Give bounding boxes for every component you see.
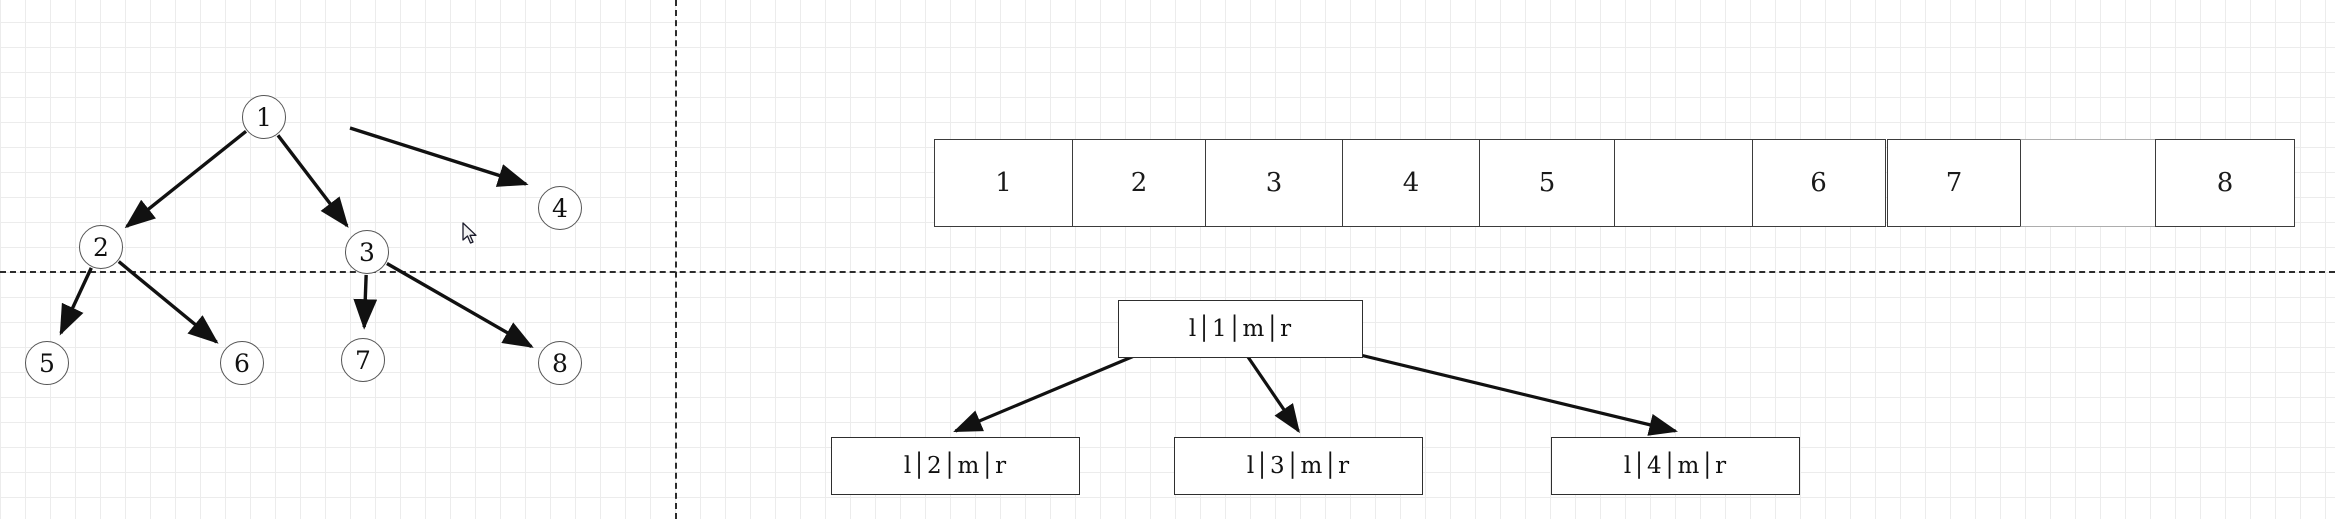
box-node-child-3[interactable]: l│4│m│r [1551, 437, 1800, 495]
tree-edge-n3-n8 [386, 261, 534, 349]
tree-node-3[interactable]: 3 [345, 230, 389, 274]
array-cell-value: 4 [1402, 168, 1420, 198]
array-cell[interactable]: 6 [1751, 139, 1886, 227]
mouse-cursor-icon [462, 222, 477, 244]
tree-node-label: 7 [355, 345, 371, 375]
tree-node-2[interactable]: 2 [79, 225, 123, 269]
tree-node-6[interactable]: 6 [220, 341, 264, 385]
array-cell[interactable]: 1 [933, 139, 1074, 227]
tree-edge-n2-n5 [59, 267, 93, 336]
box-edge-root-child-3 [1322, 344, 1678, 436]
array-cell-value: 2 [1130, 168, 1148, 198]
box-node-label: l│4│m│r [1623, 453, 1728, 479]
array-cell[interactable]: 4 [1342, 139, 1480, 227]
horizontal-page-guide [0, 271, 2335, 273]
array-cell[interactable]: 2 [1072, 139, 1206, 227]
array-cell[interactable]: 3 [1204, 139, 1344, 227]
array-cell-value: 3 [1265, 168, 1283, 198]
box-node-root[interactable]: l│1│m│r [1118, 300, 1363, 358]
tree-edge-free-n4 [349, 126, 529, 187]
array-cell[interactable]: 5 [1478, 139, 1616, 227]
box-node-child-1[interactable]: l│2│m│r [831, 437, 1080, 495]
array-cell-value: 6 [1810, 168, 1827, 198]
tree-node-label: 1 [256, 102, 272, 132]
box-node-label: l│1│m│r [1188, 316, 1293, 342]
vertical-page-guide [675, 0, 677, 519]
tree-edge-n2-n6 [117, 260, 219, 344]
tree-node-5[interactable]: 5 [25, 341, 69, 385]
tree-edge-n1-n3 [276, 134, 349, 228]
tree-node-8[interactable]: 8 [538, 341, 582, 385]
array-cell-value: 1 [995, 168, 1012, 198]
array-cell[interactable] [2019, 139, 2157, 227]
box-node-label: l│2│m│r [903, 453, 1008, 479]
tree-node-label: 3 [359, 237, 375, 267]
array-cell[interactable]: 8 [2155, 139, 2295, 227]
tree-edge-n3-n7 [353, 274, 378, 330]
tree-node-label: 8 [552, 348, 568, 378]
box-edge-root-child-1 [953, 344, 1159, 433]
tree-node-label: 6 [234, 348, 250, 378]
array-cell-value: 7 [1945, 168, 1963, 198]
tree-node-1[interactable]: 1 [242, 95, 286, 139]
box-node-label: l│3│m│r [1246, 453, 1351, 479]
box-edge-root-child-2 [1239, 345, 1300, 434]
box-node-child-2[interactable]: l│3│m│r [1174, 437, 1423, 495]
tree-node-4[interactable]: 4 [538, 186, 582, 230]
array-cell[interactable] [1614, 139, 1753, 227]
array-cell[interactable]: 7 [1887, 139, 2021, 227]
tree-node-label: 5 [39, 348, 55, 378]
tree-node-label: 2 [93, 232, 109, 262]
tree-node-7[interactable]: 7 [341, 338, 385, 382]
tree-node-label: 4 [552, 193, 568, 223]
tree-edge-n1-n2 [124, 130, 248, 229]
array-cell-value: 5 [1538, 168, 1556, 198]
array-cell-value: 8 [2216, 168, 2234, 198]
array-group-1: 1 2 3 4 5 6 [933, 139, 1886, 227]
